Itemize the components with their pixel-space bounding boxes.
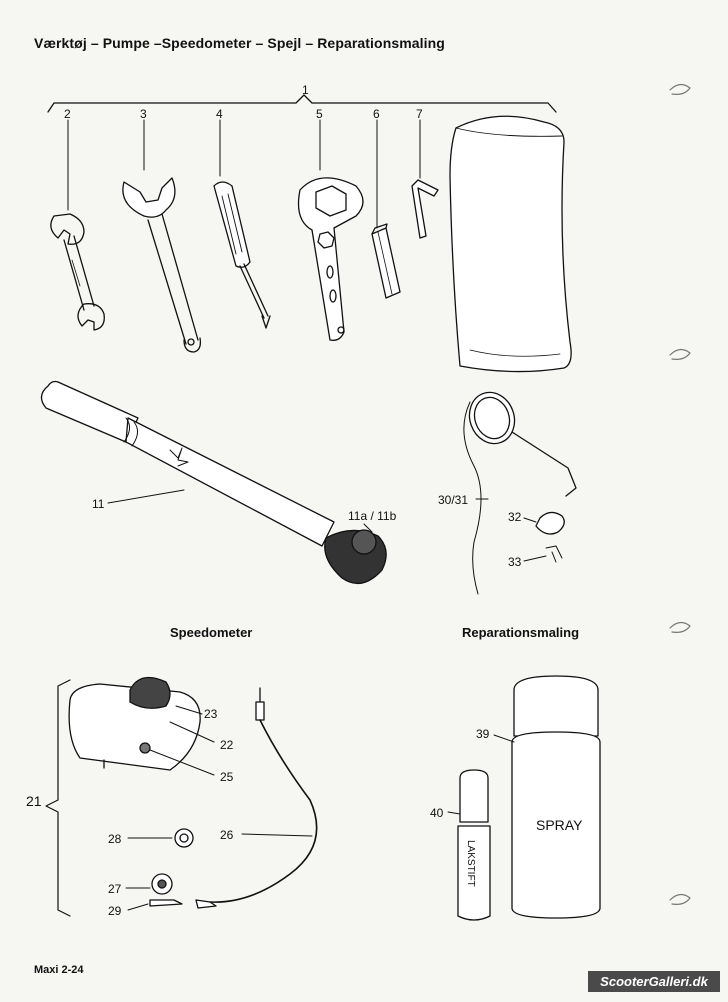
label-11: 11 [92,497,105,511]
page-footer: Maxi 2-24 [34,964,84,976]
speedometer-housing [68,676,215,776]
label-21: 21 [26,793,42,809]
label-5: 5 [316,107,323,121]
label-27: 27 [108,882,122,896]
speedometer-drive-parts [125,828,217,911]
label-32: 32 [508,510,522,524]
label-2: 2 [64,107,71,121]
box-spanner [297,177,364,341]
label-39: 39 [476,727,490,741]
label-23: 23 [204,707,218,721]
paint-stick [447,769,491,921]
hex-bar-tool [371,223,401,299]
label-28: 28 [108,832,122,846]
allen-key [411,179,439,239]
tool-kit-bracket [47,94,557,113]
label-26: 26 [220,828,234,842]
spray-can [493,675,601,919]
label-11a-11b: 11a / 11b [348,509,397,523]
label-6: 6 [373,107,380,121]
spray-can-text: SPRAY [536,817,583,833]
small-open-wrench [50,213,105,331]
repair-paint-section-title: Reparationsmaling [462,625,580,640]
watermark-logo: ScooterGalleri.dk [588,971,720,992]
tire-pump [40,380,387,585]
speedometer-section-title: Speedometer [170,625,253,640]
tool-bag [449,115,572,373]
large-open-wrench [122,177,202,353]
label-7: 7 [416,107,423,121]
label-33: 33 [508,555,522,569]
label-3: 3 [140,107,147,121]
label-1: 1 [302,83,309,97]
label-40: 40 [430,806,444,820]
label-29: 29 [108,904,122,918]
tool-leader-lines [67,119,421,229]
label-25: 25 [220,770,234,784]
binder-hole-marks [669,83,691,905]
screwdriver [213,181,271,329]
page-title: Værktøj – Pumpe –Speedometer – Spejl – R… [34,35,445,51]
speedometer-group-bracket [45,679,71,917]
label-30-31: 30/31 [438,493,468,507]
label-4: 4 [216,107,223,121]
speedometer-cable [209,687,318,903]
label-22: 22 [220,738,234,752]
mirror [463,391,577,595]
paint-stick-text: LAKSTIFT [465,840,476,887]
